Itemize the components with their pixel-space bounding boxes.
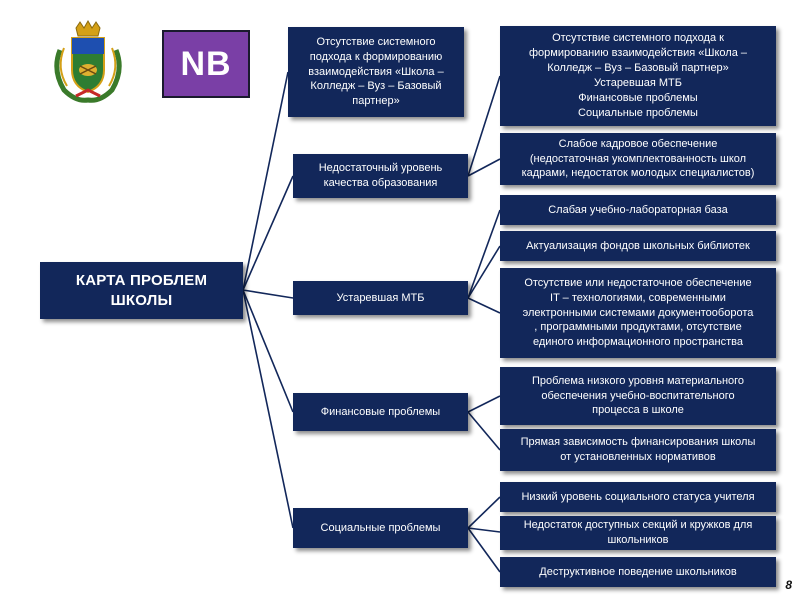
detail-node-6: Проблема низкого уровня материального об… [500,367,776,425]
connector-cat2-det1 [467,75,501,177]
connector-cat3-det5 [467,297,501,314]
detail-node-1: Отсутствие системного подхода к формиров… [500,26,776,126]
detail-node-3: Слабая учебно-лабораторная база [500,195,776,225]
connector-cat5-det8 [467,496,501,529]
connector-cat5-det9 [467,527,501,533]
connector-root-cat-5 [242,289,294,529]
detail-node-4: Актуализация фондов школьных библиотек [500,231,776,261]
detail-node-7: Прямая зависимость финансирования школы … [500,429,776,471]
category-node-system-approach: Отсутствие системного подхода к формиров… [288,27,464,117]
connector-cat2-det2 [467,158,501,177]
root-node: КАРТА ПРОБЛЕМ ШКОЛЫ [40,262,243,319]
connector-root-cat-4 [242,289,294,413]
detail-node-2: Слабое кадровое обеспечение (недостаточн… [500,133,776,185]
logo-badge: NB [162,30,250,98]
category-node-outdated-mtb: Устаревшая МТБ [293,281,468,315]
connector-cat4-det7 [467,411,501,451]
page-number: 8 [785,578,792,592]
category-node-financial: Финансовые проблемы [293,393,468,431]
connector-cat3-det3 [467,209,501,299]
detail-node-9: Недостаток доступных секций и кружков дл… [500,516,776,550]
detail-node-8: Низкий уровень социального статуса учите… [500,482,776,512]
category-node-social: Социальные проблемы [293,508,468,548]
connector-cat4-det6 [467,395,501,413]
detail-node-10: Деструктивное поведение школьников [500,557,776,587]
coat-of-arms-icon [54,20,122,103]
connector-cat5-det10 [467,527,501,573]
connector-root-cat-2 [242,175,294,291]
category-node-education-quality: Недостаточный уровень качества образован… [293,154,468,198]
detail-node-5: Отсутствие или недостаточное обеспечение… [500,268,776,358]
connector-cat3-det4 [467,245,501,299]
connector-root-cat-1 [242,71,289,291]
connector-root-cat-3 [242,289,294,299]
